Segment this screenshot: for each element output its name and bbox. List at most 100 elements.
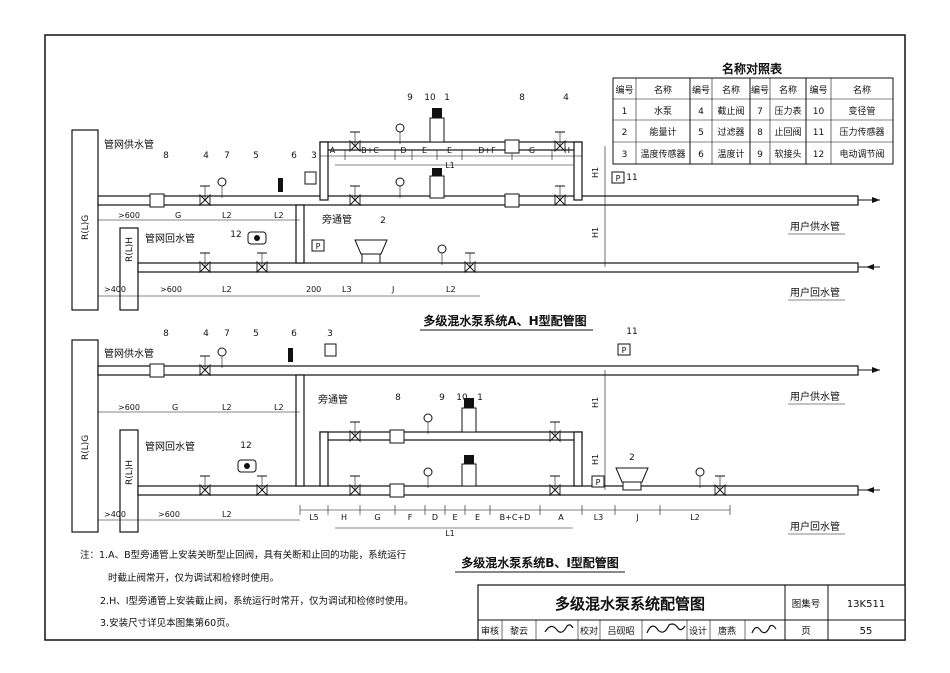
diagram-bi: R(L)G R(L)H 管网供水管 管网回水管 旁通管 用户供水管 用户回水管 … <box>71 327 880 573</box>
svg-text:H1: H1 <box>591 454 600 465</box>
notes: 注：1.A、B型旁通管上安装关断型止回阀，具有关断和止回的功能，系统运行 时截止… <box>80 549 414 629</box>
label-user-return-bottom: 用户回水管 <box>790 520 840 533</box>
legend-cell: 4 <box>698 107 704 117</box>
legend-cell: 温度计 <box>717 148 744 160</box>
item-number: 8 <box>163 329 169 339</box>
segment-label: G <box>374 513 380 522</box>
legend-cell: 10 <box>813 107 825 117</box>
pressure-gauge <box>395 123 405 144</box>
stop-valve <box>199 355 211 377</box>
segment-label: L2 <box>690 513 700 522</box>
svg-text:R(L)H: R(L)H <box>125 237 135 262</box>
legend-cell: 11 <box>813 128 824 138</box>
pump-top-upper <box>429 108 445 143</box>
pressure-gauge <box>695 467 705 488</box>
item-number: 6 <box>291 329 297 339</box>
electric-valve-top <box>247 231 267 245</box>
item-number: 2 <box>629 453 635 463</box>
label-net-supply-top: 管网供水管 <box>104 138 154 151</box>
note-3: 3.安装尺寸详见本图集第60页。 <box>100 617 235 629</box>
svg-text:L2: L2 <box>274 403 284 412</box>
segment-label: A <box>558 513 564 522</box>
check-valve <box>504 139 520 154</box>
stop-valve <box>554 185 566 207</box>
legend-cell: 止回阀 <box>774 126 801 138</box>
svg-text:200: 200 <box>306 285 321 294</box>
stop-valve <box>349 421 361 443</box>
pressure-gauge <box>437 244 447 265</box>
legend-cell: 压力传感器 <box>839 126 884 138</box>
svg-text:>400: >400 <box>104 285 126 294</box>
svg-text:L2: L2 <box>274 211 284 220</box>
stop-valve <box>256 475 268 497</box>
svg-text:R(L)H: R(L)H <box>125 460 135 485</box>
temperature-sensor <box>324 343 337 357</box>
check-valve <box>149 363 165 378</box>
check-valve <box>389 483 405 498</box>
svg-text:L2: L2 <box>222 211 232 220</box>
label-bypass-bottom: 旁通管 <box>318 393 348 406</box>
svg-text:>400: >400 <box>104 510 126 519</box>
legend-cell: 软接头 <box>774 148 801 160</box>
stop-valve <box>349 131 361 153</box>
legend-cell: 过滤器 <box>717 126 744 138</box>
supply-main-top <box>97 195 859 206</box>
legend-cell: 电动调节阀 <box>839 148 884 160</box>
segment-label: H <box>341 513 347 522</box>
segment-label: B+C+D <box>500 513 531 522</box>
svg-text:P: P <box>596 478 601 487</box>
stop-valve <box>199 475 211 497</box>
svg-text:>600: >600 <box>160 285 182 294</box>
pressure-gauge <box>217 347 227 368</box>
svg-text:L1: L1 <box>445 161 455 170</box>
svg-text:L2: L2 <box>222 510 232 519</box>
svg-text:L2: L2 <box>222 403 232 412</box>
segment-label: L3 <box>594 513 604 522</box>
riser-supply-bottom <box>71 339 99 533</box>
item-number: 11 <box>626 327 637 337</box>
legend-cell: 水泵 <box>654 105 672 117</box>
item-number: 3 <box>311 151 317 161</box>
note-1b: 时截止阀常开，仅为调试和检修时使用。 <box>108 572 279 584</box>
stop-valve <box>464 252 476 274</box>
legend-header: 名称 <box>654 84 672 96</box>
item-number: 6 <box>291 151 297 161</box>
thermometer <box>288 348 293 362</box>
svg-text:吕砚昭: 吕砚昭 <box>607 626 634 637</box>
segment-label: D+F <box>478 146 496 155</box>
riser-return-bottom <box>119 429 139 533</box>
svg-text:唐燕: 唐燕 <box>718 625 736 637</box>
item-number: 3 <box>327 329 333 339</box>
segment-label: L5 <box>309 513 319 522</box>
atlas-number: 13K511 <box>847 599 885 610</box>
segment-label: D <box>432 513 438 522</box>
legend-header: 名称 <box>853 84 871 96</box>
pump-bottom-upper <box>461 398 477 433</box>
check-valve <box>149 193 165 208</box>
svg-text:G: G <box>175 211 181 220</box>
thermometer <box>278 178 283 192</box>
supply-main-bottom <box>97 365 859 376</box>
stop-valve <box>199 252 211 274</box>
caption-ah: 多级混水泵系统A、H型配管图 <box>423 313 586 328</box>
item-number: 1 <box>444 93 450 103</box>
pressure-gauge <box>423 467 433 488</box>
segment-label: D <box>400 146 406 155</box>
return-main-top <box>137 262 859 273</box>
item-number: 4 <box>203 329 209 339</box>
segment-label: A <box>330 146 336 155</box>
pressure-gauge <box>423 413 433 434</box>
svg-text:>600: >600 <box>158 510 180 519</box>
svg-text:>600: >600 <box>118 211 140 220</box>
legend-cell: 7 <box>757 107 763 117</box>
item-number: 11 <box>626 173 637 183</box>
energy-meter-top <box>354 239 388 264</box>
stop-valve <box>554 131 566 153</box>
page-number: 55 <box>860 626 873 637</box>
segment-label: G <box>529 146 535 155</box>
item-number: 8 <box>519 93 525 103</box>
item-number: 8 <box>163 151 169 161</box>
pump-bottom-main <box>461 455 477 487</box>
